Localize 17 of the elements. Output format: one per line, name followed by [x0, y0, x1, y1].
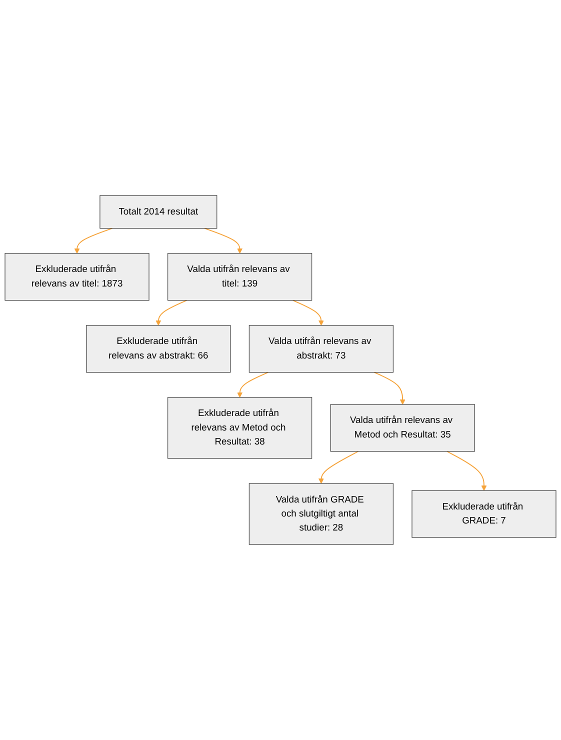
arrow [292, 300, 324, 326]
node-box: Valda utifrån relevans av Metod och Resultat: 35 [330, 404, 475, 452]
node-box: Exkluderade utifrån relevans av abstrakt: 66 [86, 325, 231, 373]
arrow [74, 228, 113, 254]
arrow [156, 300, 188, 326]
arrow [237, 372, 269, 398]
node-box: Valda utifrån relevans av titel: 139 [167, 253, 312, 301]
arrow [318, 450, 359, 484]
node-box: Exkluderade utifrån GRADE: 7 [412, 490, 556, 538]
node-box: Exkluderade utifrån relevans av Metod och Resultat: 38 [167, 397, 312, 459]
arrow [446, 450, 487, 491]
node-box: Exkluderade utifrån relevans av titel: 1873 [4, 253, 150, 301]
node-box: Valda utifrån GRADE och slutgiltigt antal studier: 28 [248, 483, 394, 545]
node-box: Totalt 2014 resultat [100, 195, 218, 229]
node-box: Valda utifrån relevans av abstrakt: 73 [248, 325, 394, 373]
arrow [204, 228, 243, 254]
arrow [374, 372, 406, 405]
